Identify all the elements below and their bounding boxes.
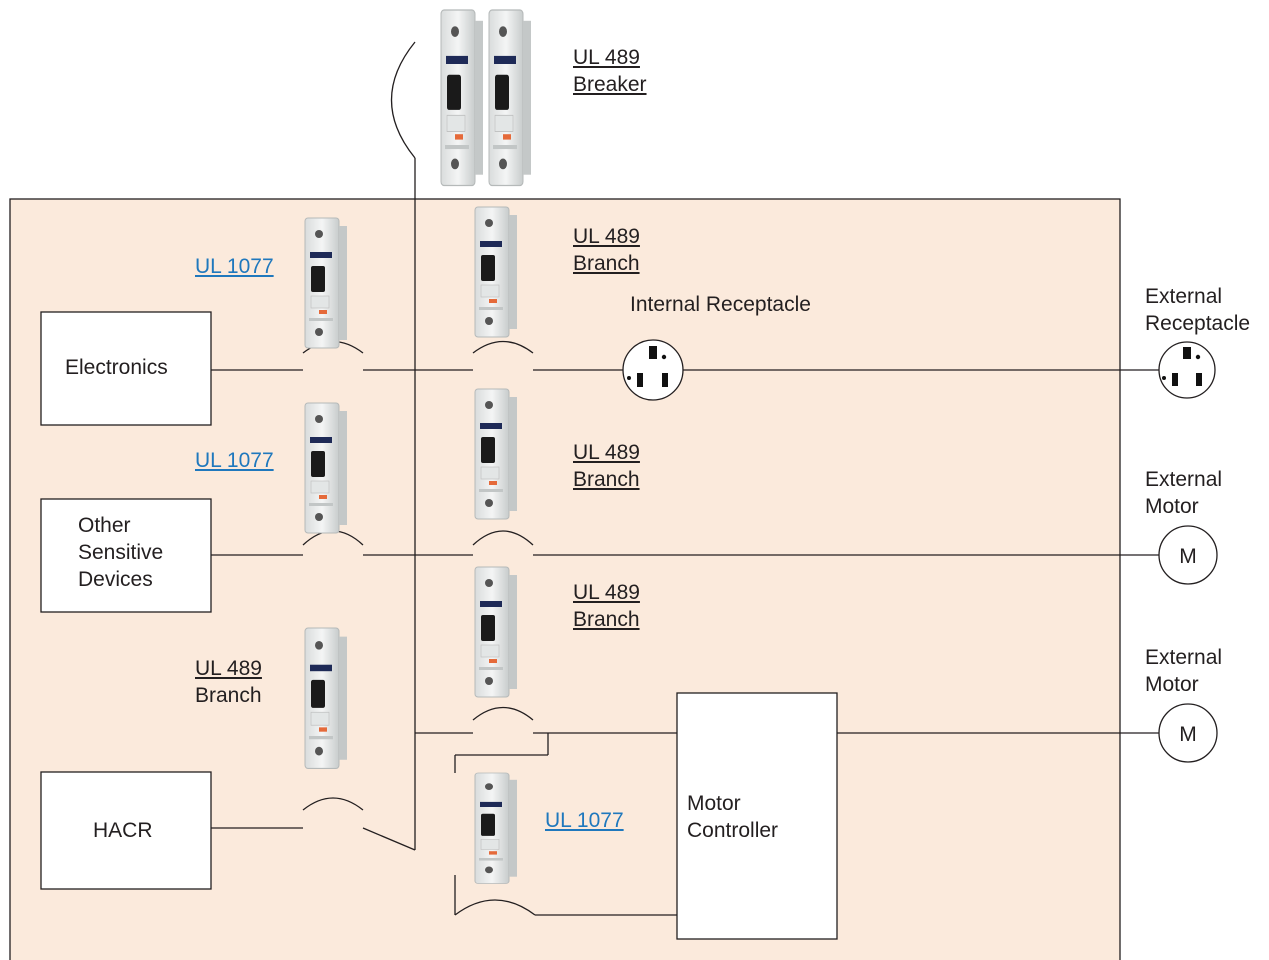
branch-label-1a: UL 489 bbox=[573, 225, 640, 248]
branch-label-4a: UL 489 bbox=[195, 657, 262, 680]
sensitive-label-1: Other bbox=[78, 514, 131, 537]
ul489-arc-1 bbox=[472, 340, 534, 354]
main-breaker-label-1: UL 489 bbox=[573, 46, 640, 69]
ul1077-link-3[interactable]: UL 1077 bbox=[545, 809, 624, 832]
motor-controller-label-1: Motor bbox=[687, 792, 741, 815]
ul1077-link-1[interactable]: UL 1077 bbox=[195, 255, 274, 278]
motor-label-1: M bbox=[1179, 545, 1197, 568]
main-breaker-label-2: Breaker bbox=[573, 73, 647, 96]
hacr-arc bbox=[302, 797, 364, 811]
hacr-box bbox=[40, 771, 212, 890]
external-receptacle-label-1: External bbox=[1145, 285, 1223, 308]
motor-label-2: M bbox=[1179, 723, 1197, 746]
hacr-label: HACR bbox=[93, 819, 153, 842]
external-receptacle-icon bbox=[1158, 341, 1216, 399]
external-motor-1-label-1: External bbox=[1145, 468, 1223, 491]
branch-label-4b: Branch bbox=[195, 684, 262, 707]
main-bus bbox=[390, 41, 416, 850]
breaker-2pole-icon bbox=[440, 9, 532, 187]
branch-label-1b: Branch bbox=[573, 252, 640, 275]
main-breaker-arc bbox=[390, 41, 416, 159]
external-motor-1-label-2: Motor bbox=[1145, 495, 1199, 518]
branch-label-2b: Branch bbox=[573, 468, 640, 491]
ul489-arc-2 bbox=[472, 530, 534, 546]
external-motor-2-label-1: External bbox=[1145, 646, 1223, 669]
breaker-1pole-icon bbox=[474, 566, 518, 698]
motor-icon-2 bbox=[1158, 703, 1218, 763]
electronics-box bbox=[40, 311, 212, 426]
internal-receptacle-icon bbox=[622, 339, 684, 401]
sensitive-label-3: Devices bbox=[78, 568, 153, 591]
ul1077-link-2[interactable]: UL 1077 bbox=[195, 449, 274, 472]
breaker-1pole-icon bbox=[304, 217, 348, 349]
sensitive-devices-box bbox=[40, 498, 212, 613]
motor-controller-label-2: Controller bbox=[687, 819, 779, 842]
breaker-1pole-icon bbox=[304, 627, 348, 769]
motor-controller-box bbox=[676, 692, 838, 940]
external-motor-2-label-2: Motor bbox=[1145, 673, 1199, 696]
internal-receptacle-label: Internal Receptacle bbox=[630, 293, 811, 316]
electronics-label: Electronics bbox=[65, 356, 168, 379]
ul1077-arc-3 bbox=[454, 899, 536, 916]
breaker-1pole-icon bbox=[304, 402, 348, 534]
breaker-1pole-icon bbox=[474, 772, 518, 884]
sensitive-label-2: Sensitive bbox=[78, 541, 164, 564]
branch-label-2a: UL 489 bbox=[573, 441, 640, 464]
motor-icon-1 bbox=[1158, 525, 1218, 585]
breaker-1pole-icon bbox=[474, 206, 518, 338]
breaker-1pole-icon bbox=[474, 388, 518, 520]
branch-label-3a: UL 489 bbox=[573, 581, 640, 604]
branch-label-3b: Branch bbox=[573, 608, 640, 631]
external-receptacle-label-2: Receptacle bbox=[1145, 312, 1251, 335]
ul489-arc-3 bbox=[472, 707, 534, 721]
